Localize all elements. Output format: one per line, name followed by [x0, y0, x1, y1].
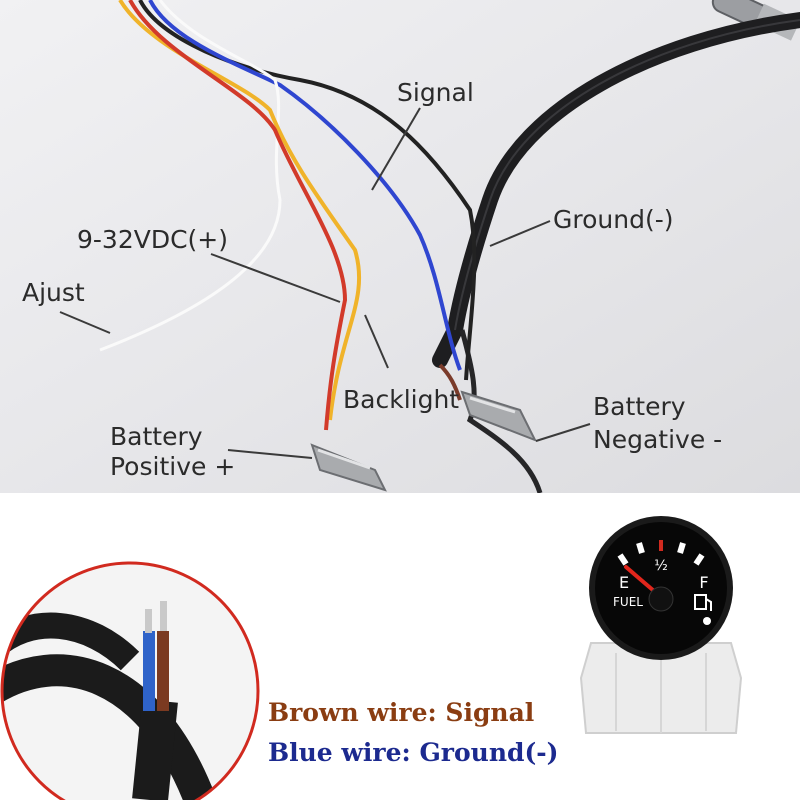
blue-ground-wire — [143, 631, 155, 711]
gauge-half-mark: ½ — [654, 558, 668, 574]
fuel-pump-icon — [694, 594, 712, 611]
gauge-empty-mark: E — [619, 573, 629, 592]
label-backlight: Backlight — [343, 385, 460, 414]
label-voltage: 9-32VDC(+) — [77, 225, 229, 254]
wiring-photo — [0, 0, 800, 493]
blue-wire — [148, 0, 462, 371]
label-battery-positive-line1: Battery — [110, 422, 203, 451]
label-battery-positive-line2: Positive + — [110, 452, 236, 481]
gauge-full-mark: F — [699, 573, 708, 592]
battery-positive-clip — [310, 443, 387, 492]
fuel-gauge-photo: ½ E F FUEL — [579, 516, 743, 734]
label-battery-negative-line1: Battery — [593, 392, 686, 421]
label-adjust: Ajust — [22, 278, 85, 307]
leader-lines — [59, 107, 591, 459]
red-power-wire — [128, 0, 348, 431]
brown-wire-caption: Brown wire: Signal — [268, 698, 535, 727]
label-ground: Ground(-) — [553, 205, 674, 234]
label-signal: Signal — [397, 78, 474, 107]
gauge-fuel-label: FUEL — [613, 595, 643, 609]
brown-signal-wire — [157, 631, 169, 711]
lower-panel: ½ E F FUEL Brown wire: Signal Blue wire:… — [0, 493, 800, 800]
battery-negative-clip — [460, 390, 538, 442]
cable-closeup — [0, 561, 260, 800]
label-battery-negative-line2: Negative - — [593, 425, 723, 454]
blue-wire-caption: Blue wire: Ground(-) — [268, 738, 559, 767]
white-adjust-wire — [99, 0, 282, 352]
